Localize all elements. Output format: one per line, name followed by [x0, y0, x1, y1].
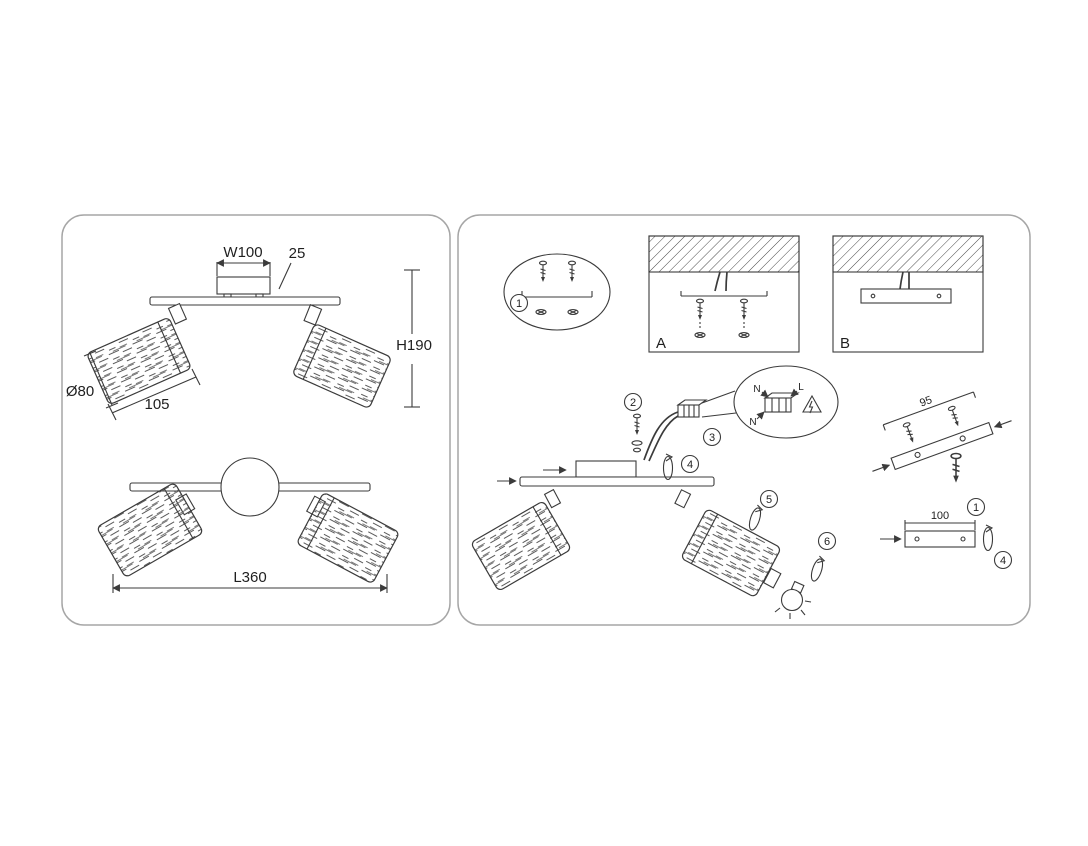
mounting-bar — [519, 476, 715, 487]
canopy-top-view — [216, 276, 271, 295]
electric-warning-icon — [802, 394, 822, 414]
svg-text:1: 1 — [516, 298, 522, 310]
wire — [899, 271, 904, 290]
terminal-block: 3 — [643, 390, 737, 462]
bar-assembly: 4 — [497, 453, 715, 509]
washer-icon — [631, 440, 643, 446]
dim-bracket-spacing-label: 95 — [918, 394, 934, 409]
bracket-angle-detail: 95 1 — [872, 391, 1012, 517]
canopy-length-detail: 100 4 — [880, 510, 1013, 570]
step-3-badge: 3 — [702, 427, 722, 447]
option-a-panel: A — [648, 235, 800, 353]
dim-total-height-label: H190 — [396, 337, 432, 354]
top-view-drawing: W100 25 H190 — [66, 244, 432, 421]
svg-text:3: 3 — [709, 432, 715, 444]
right-shade-assembly — [681, 509, 781, 597]
front-view-drawing: L360 — [97, 457, 399, 593]
step-5-badge: 5 — [759, 489, 779, 509]
svg-text:2: 2 — [630, 397, 636, 409]
bracket-hardware-detail: 1 — [503, 253, 611, 331]
left-joint — [543, 488, 562, 509]
wiring-live-label: L — [798, 382, 804, 393]
svg-text:4: 4 — [687, 459, 693, 471]
dim-canopy-width-label: W100 — [223, 244, 262, 261]
canopy-profile — [904, 530, 976, 548]
option-b-label: B — [840, 335, 850, 352]
dim-canopy-length-label: 100 — [931, 510, 949, 522]
svg-text:4: 4 — [1000, 555, 1006, 567]
screw-stack-step2: 2 — [623, 392, 643, 453]
svg-text:6: 6 — [824, 536, 830, 548]
wiring-detail-ellipse: N L N — [733, 365, 839, 439]
svg-text:1: 1 — [973, 502, 979, 514]
left-shade-top-view — [87, 318, 191, 404]
dim-canopy-height-label: 25 — [289, 245, 306, 262]
canopy-bar-b — [860, 288, 952, 304]
svg-text:5: 5 — [766, 494, 772, 506]
wire — [643, 411, 679, 461]
right-shade-top-view — [293, 324, 391, 408]
canopy-box — [575, 460, 637, 478]
option-b-panel: B — [832, 235, 984, 353]
wire — [725, 271, 728, 292]
nut-icon — [632, 447, 642, 453]
wire — [714, 271, 721, 292]
option-a-label: A — [656, 335, 666, 352]
wiring-neutral-bottom-label: N — [749, 417, 756, 428]
dim-total-length-label: L360 — [233, 569, 266, 586]
right-joint — [674, 489, 692, 509]
dim-shade-length-label: 105 — [144, 396, 169, 413]
dim-shade-diameter-label: Ø80 — [66, 383, 94, 400]
mounting-bar-top-view — [149, 296, 341, 306]
wiring-neutral-top-label: N — [753, 384, 760, 395]
left-shade-joint-top — [167, 302, 188, 325]
step-1-badge: 1 — [509, 293, 529, 313]
right-shade-joint-top — [303, 304, 323, 326]
right-panel: 1 A B — [457, 214, 1031, 626]
left-shade-assembly — [471, 501, 571, 591]
ceiling-hatch-a — [648, 235, 800, 273]
light-bulb-icon — [774, 580, 812, 619]
lamp-socket — [762, 567, 782, 589]
step-1-badge-alt: 1 — [966, 497, 986, 517]
left-shade-front-view — [97, 483, 203, 577]
wire — [648, 415, 679, 462]
step-4-badge: 4 — [680, 454, 700, 474]
center-canopy-circle — [220, 457, 280, 517]
step-2-badge: 2 — [623, 392, 643, 412]
right-shade-front-view — [297, 493, 399, 583]
step-4-badge-alt: 4 — [993, 550, 1013, 570]
left-panel: W100 25 H190 — [61, 214, 451, 626]
step-6-badge: 6 — [817, 531, 837, 551]
ceiling-hatch-b — [832, 235, 984, 273]
